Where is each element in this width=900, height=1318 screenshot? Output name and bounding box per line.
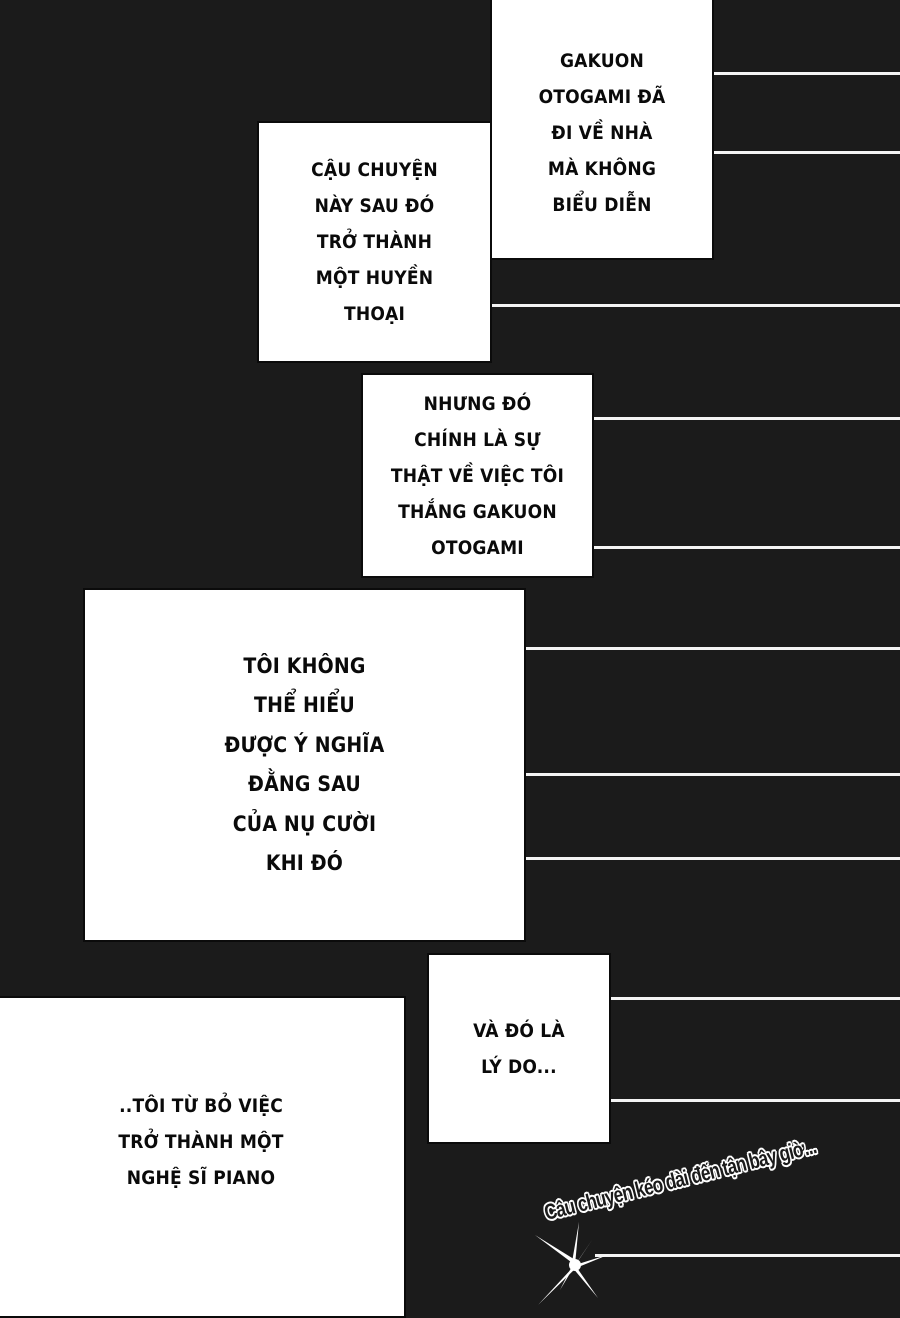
caption-line: OTOGAMI (431, 536, 524, 559)
sparkle-icon (535, 1222, 610, 1305)
caption-line: THOẠI (343, 303, 406, 325)
caption-line: VÀ ĐÓ LÀ (473, 1019, 565, 1042)
caption-line: THỂ HIỂU (254, 693, 355, 717)
stripe-line (490, 304, 900, 307)
caption-panel-1: GAKUON OTOGAMI ĐÃ ĐI VỀ NHÀ MÀ KHÔNG BIỂ… (490, 0, 714, 260)
caption-line: MỘT HUYỀN (315, 267, 434, 289)
stripe-line (525, 647, 900, 650)
caption-line: GAKUON (559, 50, 645, 72)
caption-panel-5: VÀ ĐÓ LÀ LÝ DO... (427, 953, 611, 1144)
caption-line: NHƯNG ĐÓ (423, 392, 532, 415)
caption-line: KHI ĐÓ (265, 851, 344, 875)
caption-panel-6: ..TÔI TỪ BỎ VIỆC TRỞ THÀNH MỘT NGHỆ SĨ P… (0, 996, 406, 1318)
footer-caption: Câu chuyện kéo dài đến tận bây giờ... (541, 1133, 819, 1226)
caption-line: TÔI KHÔNG (243, 653, 366, 678)
caption-line: OTOGAMI ĐÃ (538, 86, 666, 108)
caption-text: VÀ ĐÓ LÀ LÝ DO... (473, 1013, 565, 1085)
caption-line: NGHỆ SĨ PIANO (126, 1167, 276, 1189)
caption-text: ..TÔI TỪ BỎ VIỆC TRỞ THÀNH MỘT NGHỆ SĨ P… (118, 1088, 283, 1196)
caption-text: GAKUON OTOGAMI ĐÃ ĐI VỀ NHÀ MÀ KHÔNG BIỂ… (539, 43, 666, 223)
stripe-line (712, 72, 900, 75)
caption-panel-4: TÔI KHÔNG THỂ HIỂU ĐƯỢC Ý NGHĨA ĐẰNG SAU… (83, 588, 526, 942)
caption-text: NHƯNG ĐÓ CHÍNH LÀ SỰ THẬT VỀ VIỆC TÔI TH… (391, 386, 564, 566)
caption-line: ĐƯỢC Ý NGHĨA (224, 732, 385, 757)
caption-line: ĐẰNG SAU (248, 772, 361, 796)
caption-line: THẬT VỀ VIỆC TÔI (390, 464, 565, 487)
caption-line: BIỂU DIỄN (552, 194, 652, 216)
stripe-line (593, 546, 900, 549)
caption-line: ĐI VỀ NHÀ (551, 122, 653, 144)
stripe-line (525, 773, 900, 776)
caption-panel-2: CẬU CHUYỆN NÀY SAU ĐÓ TRỞ THÀNH MỘT HUYỀ… (257, 121, 492, 363)
caption-line: CỦA NỤ CƯỜI (232, 811, 377, 836)
caption-line: TRỞ THÀNH MỘT (118, 1131, 284, 1153)
caption-text: CẬU CHUYỆN NÀY SAU ĐÓ TRỞ THÀNH MỘT HUYỀ… (311, 152, 438, 332)
stripe-line (525, 857, 900, 860)
stripe-line (593, 417, 900, 420)
stripe-line (595, 1254, 900, 1257)
caption-line: LÝ DO... (481, 1055, 557, 1078)
caption-line: THẮNG GAKUON (398, 500, 557, 523)
caption-line: CHÍNH LÀ SỰ (414, 428, 541, 451)
caption-text: TÔI KHÔNG THỂ HIỂU ĐƯỢC Ý NGHĨA ĐẰNG SAU… (225, 647, 385, 884)
caption-panel-3: NHƯNG ĐÓ CHÍNH LÀ SỰ THẬT VỀ VIỆC TÔI TH… (361, 373, 594, 578)
caption-line: ..TÔI TỪ BỎ VIỆC (119, 1095, 283, 1117)
caption-line: MÀ KHÔNG (547, 158, 657, 180)
caption-line: NÀY SAU ĐÓ (314, 195, 435, 217)
stripe-line (610, 1099, 900, 1102)
caption-line: TRỞ THÀNH (316, 231, 433, 253)
caption-line: CẬU CHUYỆN (311, 159, 438, 181)
stripe-line (712, 151, 900, 154)
stripe-line (610, 997, 900, 1000)
